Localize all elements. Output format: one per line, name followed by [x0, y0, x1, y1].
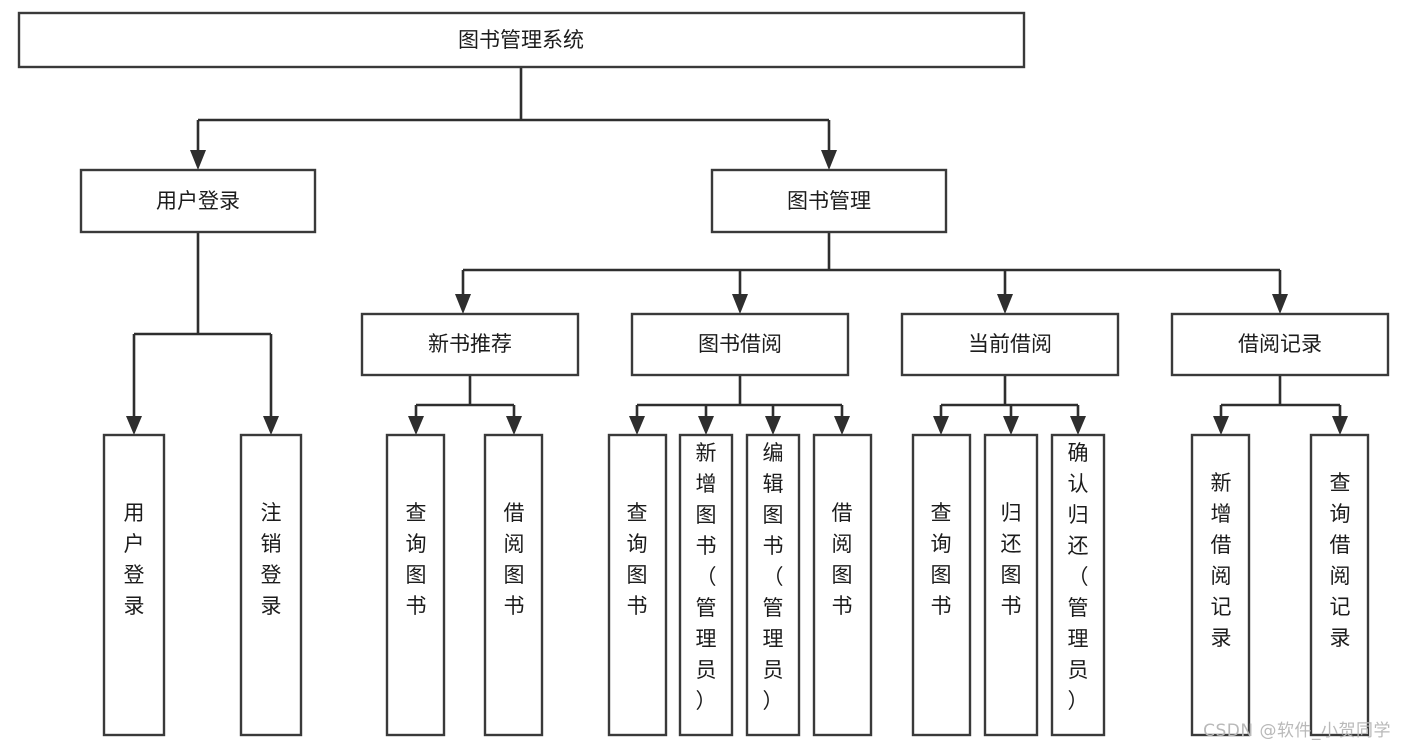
node-leaf-add-borrow-record[interactable]: 新增借阅记录 [1190, 433, 1251, 737]
node-leaf-query-book-1[interactable]: 查询图书 [385, 433, 446, 737]
node-leaf-add-borrow-record-label: 新增借阅记录 [1211, 471, 1232, 650]
arrow-head-leaf-confirm-return [1070, 416, 1086, 435]
arrow-head-leaf-add-book [698, 416, 714, 435]
node-leaf-query-book-2-box[interactable] [607, 433, 668, 737]
node-borrow-records-box[interactable] [1170, 312, 1390, 377]
node-new-book-recommend-box[interactable] [360, 312, 580, 377]
node-leaf-query-book-2[interactable]: 查询图书 [607, 433, 668, 737]
node-leaf-logout[interactable]: 注销登录 [239, 433, 303, 737]
node-leaf-return-book[interactable]: 归还图书 [983, 433, 1039, 737]
arrow-head-leaf-borrow-book-2 [834, 416, 850, 435]
node-borrow-records-label: 借阅记录 [1238, 332, 1322, 356]
csdn-watermark: CSDN @软件_小贺同学 [1203, 721, 1391, 741]
node-user-login-box[interactable] [79, 168, 317, 234]
node-leaf-query-borrow-record-box[interactable] [1309, 433, 1370, 737]
arrow-head-leaf-add-borrow-record [1213, 416, 1229, 435]
node-leaf-query-book-1-label: 查询图书 [406, 501, 427, 618]
node-leaf-return-book-label: 归还图书 [1001, 501, 1022, 618]
node-leaf-add-borrow-record-box[interactable] [1190, 433, 1251, 737]
node-layer: 图书管理系统 用户登录 图书管理 新书推荐 图书借阅 [17, 11, 1390, 737]
node-leaf-edit-book-label: 编辑图书（管理员） [763, 441, 784, 713]
node-book-borrow-label: 图书借阅 [698, 332, 782, 356]
node-leaf-add-book-label: 新增图书（管理员） [696, 441, 717, 713]
arrow-head-leaf-borrow-book-1 [506, 416, 522, 435]
node-leaf-borrow-book-1[interactable]: 借阅图书 [483, 433, 544, 737]
node-leaf-borrow-book-2-label: 借阅图书 [832, 501, 853, 618]
node-current-borrow-label: 当前借阅 [968, 332, 1052, 356]
arrow-head-leaf-logout [263, 416, 279, 435]
node-book-borrow[interactable]: 图书借阅 [630, 312, 850, 377]
node-leaf-user-login-label: 用户登录 [124, 501, 145, 618]
arrow-head-leaf-return-book [1003, 416, 1019, 435]
node-leaf-query-book-1-box[interactable] [385, 433, 446, 737]
node-root[interactable]: 图书管理系统 [17, 11, 1026, 69]
node-leaf-borrow-book-2-box[interactable] [812, 433, 873, 737]
node-leaf-user-login[interactable]: 用户登录 [102, 433, 166, 737]
connector-new-book-recommend-to-leaves [408, 375, 522, 435]
connector-borrow-records-to-leaves [1213, 375, 1348, 435]
node-book-borrow-box[interactable] [630, 312, 850, 377]
node-current-borrow-box[interactable] [900, 312, 1120, 377]
connector-user-login-to-leaves [126, 232, 279, 435]
node-leaf-query-borrow-record-label: 查询借阅记录 [1330, 471, 1351, 650]
connector-layer [126, 67, 1348, 435]
node-book-management-label: 图书管理 [787, 189, 871, 213]
connector-book-management-to-level3 [455, 232, 1288, 314]
node-leaf-query-book-3-box[interactable] [911, 433, 972, 737]
node-leaf-borrow-book-1-box[interactable] [483, 433, 544, 737]
node-new-book-recommend[interactable]: 新书推荐 [360, 312, 580, 377]
connector-root-to-level2 [190, 67, 837, 170]
node-leaf-logout-box[interactable] [239, 433, 303, 737]
arrow-head-leaf-query-book-1 [408, 416, 424, 435]
node-leaf-borrow-book-1-label: 借阅图书 [504, 501, 525, 618]
node-leaf-logout-label: 注销登录 [261, 501, 282, 618]
node-user-login-label: 用户登录 [156, 189, 240, 213]
arrow-head-leaf-query-book-3 [933, 416, 949, 435]
arrow-head-current-borrow [997, 294, 1013, 314]
node-current-borrow[interactable]: 当前借阅 [900, 312, 1120, 377]
node-leaf-query-book-2-label: 查询图书 [627, 501, 648, 618]
node-leaf-query-book-3[interactable]: 查询图书 [911, 433, 972, 737]
node-leaf-edit-book-box[interactable] [745, 433, 801, 737]
node-leaf-edit-book[interactable]: 编辑图书（管理员） [745, 433, 801, 737]
node-leaf-confirm-return-label: 确认归还（管理员） [1068, 441, 1089, 713]
node-book-management[interactable]: 图书管理 [710, 168, 948, 234]
connector-book-borrow-to-leaves [629, 375, 850, 435]
node-root-label: 图书管理系统 [458, 28, 584, 52]
node-borrow-records[interactable]: 借阅记录 [1170, 312, 1390, 377]
arrow-head-borrow-records [1272, 294, 1288, 314]
node-leaf-query-borrow-record[interactable]: 查询借阅记录 [1309, 433, 1370, 737]
arrow-head-leaf-query-book-2 [629, 416, 645, 435]
node-leaf-confirm-return[interactable]: 确认归还（管理员） [1050, 433, 1106, 737]
node-leaf-add-book-box[interactable] [678, 433, 734, 737]
node-leaf-add-book[interactable]: 新增图书（管理员） [678, 433, 734, 737]
arrow-head-book-borrow [732, 294, 748, 314]
arrow-head-new-book-recommend [455, 294, 471, 314]
arrow-head-book-management [821, 150, 837, 170]
node-leaf-confirm-return-box[interactable] [1050, 433, 1106, 737]
node-root-box[interactable] [17, 11, 1026, 69]
node-user-login[interactable]: 用户登录 [79, 168, 317, 234]
node-book-management-box[interactable] [710, 168, 948, 234]
arrow-head-user-login [190, 150, 206, 170]
arrow-head-leaf-user-login [126, 416, 142, 435]
node-leaf-borrow-book-2[interactable]: 借阅图书 [812, 433, 873, 737]
node-new-book-recommend-label: 新书推荐 [428, 332, 512, 356]
connector-current-borrow-to-leaves [933, 375, 1086, 435]
arrow-head-leaf-edit-book [765, 416, 781, 435]
node-leaf-query-book-3-label: 查询图书 [931, 501, 952, 618]
arrow-head-leaf-query-borrow-record [1332, 416, 1348, 435]
node-leaf-return-book-box[interactable] [983, 433, 1039, 737]
node-leaf-user-login-box[interactable] [102, 433, 166, 737]
